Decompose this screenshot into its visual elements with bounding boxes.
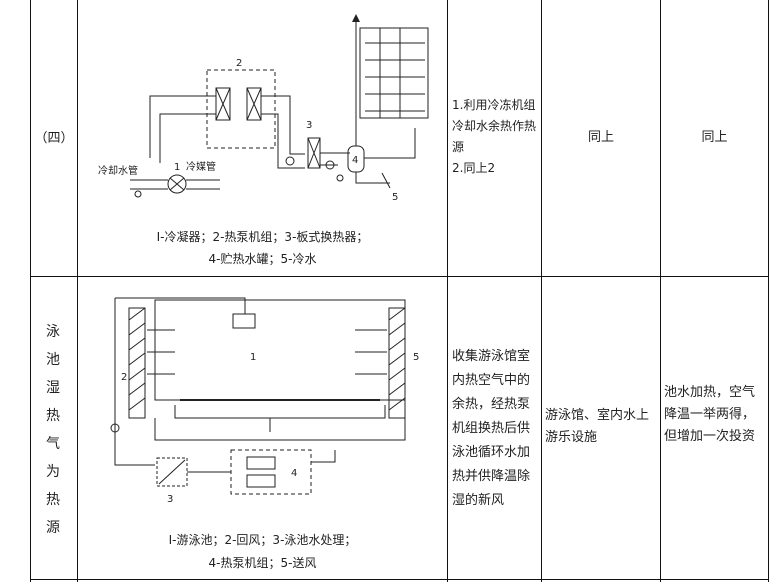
- row1-label-n5: 5: [392, 192, 398, 203]
- row2-label-n4: 4: [291, 468, 297, 479]
- row2-label-char: 源: [46, 520, 60, 536]
- grid-left: [30, 0, 31, 582]
- row2-label-char: 湿: [46, 380, 60, 396]
- grid-col2: [447, 0, 448, 582]
- row1-label-n3: 3: [306, 120, 312, 131]
- row2-label-n5: 5: [413, 352, 419, 363]
- row2-caption-line2: 4-热泵机组；5-送风: [208, 556, 317, 570]
- row1-label: （四）: [34, 130, 74, 146]
- row1-label-n2: 2: [236, 58, 242, 69]
- row2-label-n1: 1: [250, 352, 256, 363]
- row2-pool-diagram: 1 5 2 4 3: [110, 297, 419, 505]
- grid-col4: [660, 0, 661, 582]
- grid-col1: [77, 0, 78, 582]
- row1-caption-line2: 4-贮热水罐；5-冷水: [208, 252, 317, 266]
- row2-remark: 池水加热，空气降温一举两得，但增加一次投资: [664, 385, 756, 444]
- row1-label-n1: 1: [174, 162, 180, 173]
- row2-label-char: 池: [46, 352, 60, 368]
- row1-heat-pump-diagram: 2 3 4 5 1 冷却水管 冷媒管: [98, 14, 429, 203]
- row2-label-n3: 3: [167, 494, 173, 505]
- row2-label-n2: 2: [121, 372, 127, 383]
- row1-label-cooling-pipe: 冷却水管: [98, 164, 138, 177]
- row1-caption-line1: Ⅰ-冷凝器；2-热泵机组；3-板式换热器；: [156, 230, 369, 244]
- row2-description: 收集游泳馆室内热空气中的余热，经热泵机组换热后供泳池循环水加热并供降温除湿的新风: [452, 349, 531, 508]
- row1-remark: 同上: [701, 129, 728, 145]
- row1-description: 1.利用冷冻机组冷却水余热作热源 2.同上2: [452, 98, 537, 175]
- row2-caption-line1: Ⅰ-游泳池；2-回风；3-泳池水处理；: [168, 533, 357, 547]
- grid-col3: [541, 0, 542, 582]
- row2-application: 游泳馆、室内水上游乐设施: [545, 408, 650, 445]
- row2-label-char: 热: [46, 408, 60, 424]
- row1-application: 同上: [587, 129, 614, 145]
- row1-label-n4: 4: [352, 155, 358, 166]
- grid-bottom: [30, 579, 769, 580]
- row2-label-char: 为: [46, 464, 60, 480]
- row1-label-refrigerant-pipe: 冷媒管: [186, 160, 216, 173]
- row2-label-char: 气: [46, 436, 60, 452]
- row2-label-char: 热: [46, 492, 60, 508]
- row2-label: 泳 池 湿 热 气 为 热 源: [38, 300, 68, 560]
- grid-row-divider: [30, 276, 769, 277]
- grid-right: [768, 0, 769, 582]
- row2-label-char: 泳: [46, 324, 60, 340]
